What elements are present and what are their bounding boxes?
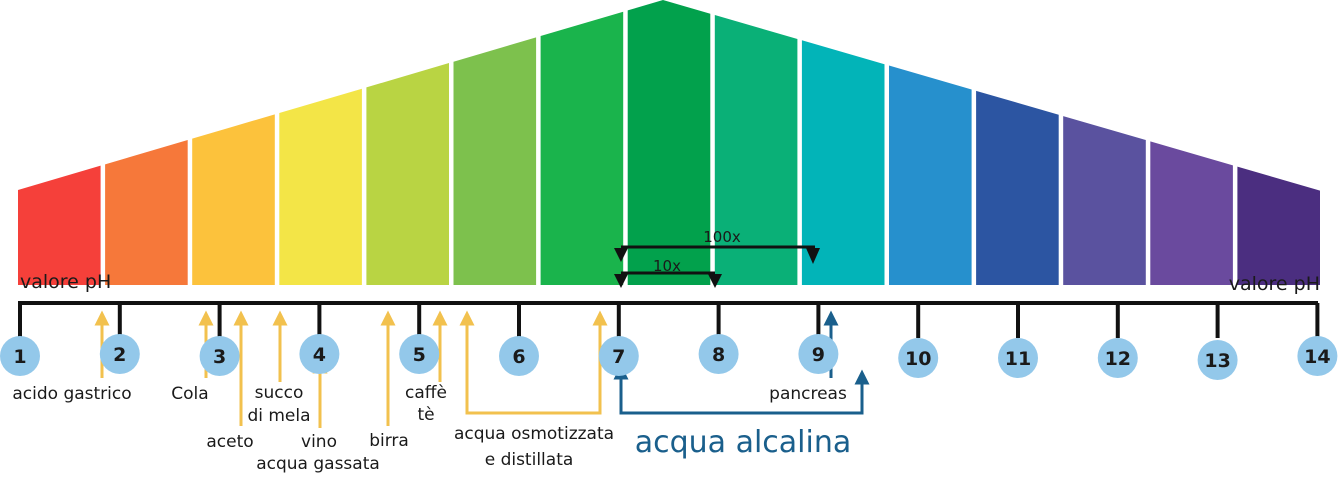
ph-band [18, 165, 101, 285]
ph-band [889, 65, 972, 285]
ph-number-circle [1097, 338, 1138, 378]
ph-number-label: 2 [113, 344, 126, 366]
multiplier-10x-left-arrowhead [614, 274, 628, 288]
ph-band [1063, 116, 1146, 285]
label-acqua-osmotizzata-line2: e distillata [485, 450, 574, 470]
label-te: tè [417, 405, 434, 425]
multiplier-10x-right-arrowhead [708, 274, 722, 288]
ph-label-right: valore pH [1229, 273, 1320, 295]
ph-number-label: 10 [905, 348, 931, 370]
label-caffe: caffè [405, 383, 447, 403]
ph-band [366, 63, 449, 286]
ph-number-label: 7 [612, 346, 625, 368]
ph-number-label: 3 [213, 346, 226, 368]
ph-ticks [18, 303, 1320, 338]
label-succo-line2: di mela [247, 406, 310, 426]
ph-number-circle [1297, 336, 1338, 376]
ph-number-circle [798, 334, 839, 374]
ph-number-label: 8 [712, 344, 725, 366]
ph-band [976, 90, 1059, 285]
ph-number-label: 9 [812, 344, 825, 366]
bracket-acqua-osmotizzata [459, 310, 608, 415]
ph-number-circle [0, 336, 40, 376]
label-vino: vino [301, 432, 337, 452]
ph-number-circle [399, 334, 440, 374]
label-acqua-alcalina: acqua alcalina [635, 425, 852, 460]
label-acqua-osmotizzata-line1: acqua osmotizzata [454, 424, 614, 444]
ph-number-label: 13 [1204, 350, 1230, 372]
multiplier-10x: 10x [614, 257, 722, 288]
ph-number-circle [1197, 340, 1238, 380]
ph-number-circle [299, 334, 340, 374]
ph-number-label: 12 [1105, 348, 1131, 370]
ph-band [540, 11, 624, 286]
ph-number-circle [998, 338, 1038, 378]
ph-number-circle [898, 338, 939, 378]
ph-number-label: 1 [13, 346, 26, 368]
ph-number-label: 5 [413, 344, 426, 366]
bracket-acqua-alcalina [613, 364, 870, 415]
multiplier-10x-label: 10x [653, 257, 681, 275]
label-acqua-gassata: acqua gassata [256, 454, 380, 474]
ph-band [714, 15, 798, 286]
ph-label-left: valore pH [20, 271, 111, 293]
label-pancreas: pancreas [769, 384, 847, 404]
multiplier-100x-label: 100x [703, 228, 741, 246]
ph-number-circle [199, 336, 240, 376]
ph-band [279, 88, 362, 285]
multiplier-100x: 100x [614, 228, 820, 264]
ph-band [627, 0, 711, 285]
ph-number-label: 4 [313, 344, 326, 366]
label-birra: birra [369, 431, 409, 451]
multiplier-100x-right-arrowhead [806, 248, 820, 264]
ph-band [1237, 166, 1320, 285]
label-aceto: aceto [206, 432, 253, 452]
label-succo-line1: succo [255, 383, 304, 403]
ph-number-circle [598, 336, 639, 376]
ph-color-bands [18, 0, 1320, 286]
ph-band [1150, 141, 1233, 285]
ph-number-circle [499, 336, 539, 376]
label-acido-gastrico: acido gastrico [12, 384, 131, 404]
ph-number-circle [99, 334, 140, 374]
ph-number-label: 14 [1304, 346, 1330, 368]
label-cola: Cola [171, 384, 208, 404]
ph-number-circle [698, 334, 739, 374]
ph-band [105, 140, 188, 285]
ph-number-label: 6 [512, 346, 525, 368]
multiplier-100x-left-arrowhead [614, 248, 628, 262]
ph-number-label: 11 [1005, 348, 1031, 370]
ph-band [192, 114, 275, 285]
ph-band [801, 40, 885, 286]
ph-band [453, 37, 537, 285]
